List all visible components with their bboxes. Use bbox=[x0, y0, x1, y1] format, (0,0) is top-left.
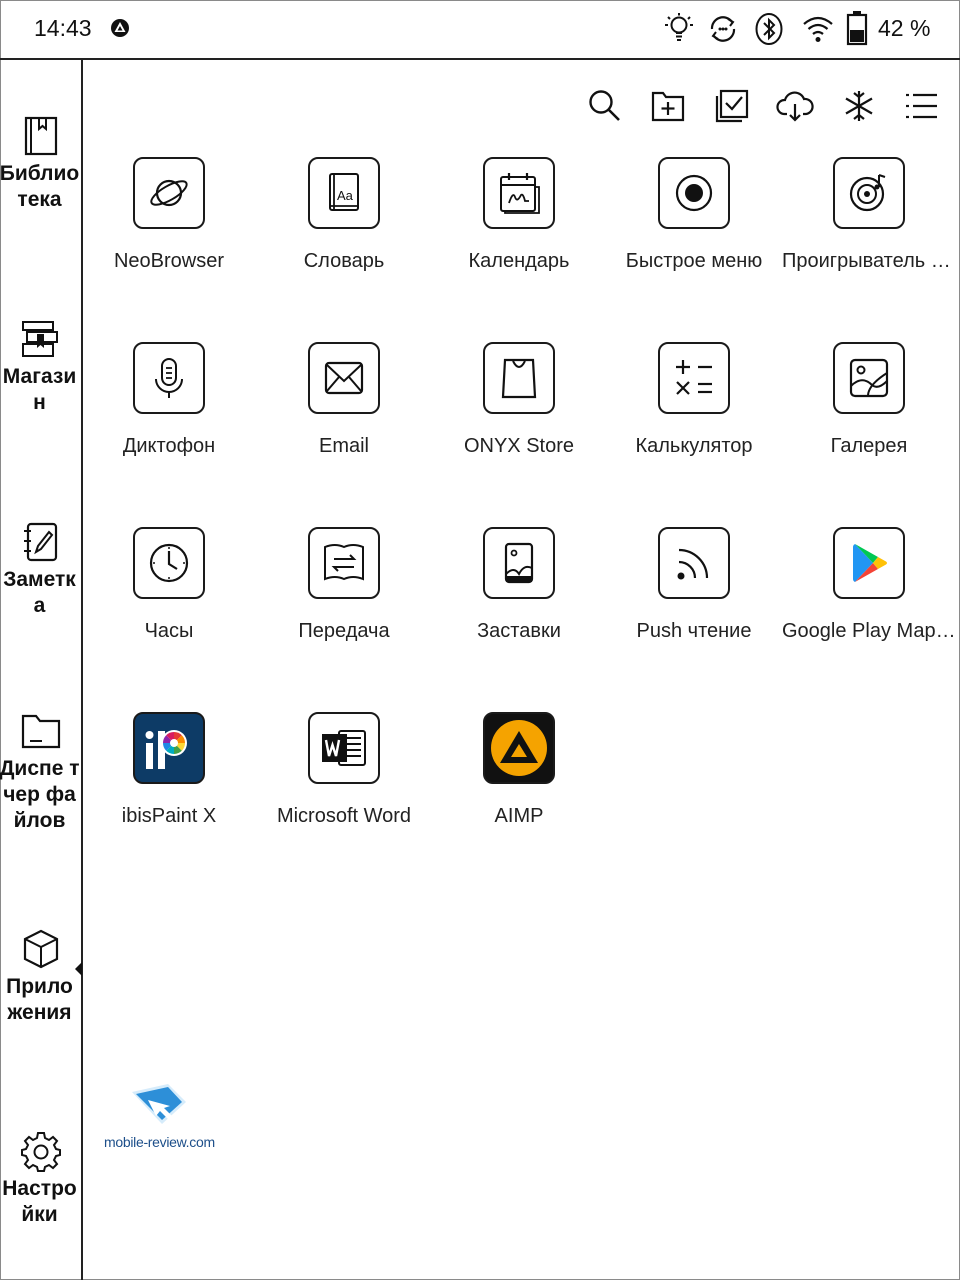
app-quick-menu[interactable]: Быстрое меню bbox=[607, 157, 781, 273]
selected-indicator bbox=[75, 962, 82, 976]
refresh-icon[interactable] bbox=[706, 12, 740, 46]
app-label: Диктофон bbox=[122, 435, 216, 457]
app-push-reading[interactable]: Push чтение bbox=[607, 527, 781, 643]
sidebar-item-apps[interactable]: Прило жения bbox=[0, 928, 81, 1026]
folder-icon bbox=[21, 714, 60, 749]
app-ibispaint[interactable]: ibisPaint X bbox=[82, 712, 256, 828]
app-transfer[interactable]: Передача bbox=[257, 527, 431, 643]
svg-text:Aa: Aa bbox=[337, 188, 354, 203]
bluetooth-icon[interactable] bbox=[754, 12, 784, 46]
app-label: Календарь bbox=[468, 250, 570, 272]
app-calculator[interactable]: Калькулятор bbox=[607, 342, 781, 458]
app-label: Калькулятор bbox=[635, 435, 753, 457]
store-books-icon bbox=[21, 321, 58, 357]
music-player-icon bbox=[833, 157, 905, 229]
microphone-icon bbox=[133, 342, 205, 414]
app-neobrowser[interactable]: NeoBrowser bbox=[82, 157, 256, 273]
record-dot-icon bbox=[658, 157, 730, 229]
calendar-icon bbox=[483, 157, 555, 229]
app-label: Часы bbox=[144, 620, 194, 642]
sidebar-item-store[interactable]: Магази н bbox=[0, 318, 81, 416]
app-voice-recorder[interactable]: Диктофон bbox=[82, 342, 256, 458]
sidebar-item-label: Библио тека bbox=[0, 162, 80, 211]
book-icon bbox=[24, 116, 57, 156]
sidebar-item-file-manager[interactable]: Диспе тчер файлов bbox=[0, 710, 81, 834]
app-gallery[interactable]: Галерея bbox=[782, 342, 956, 458]
app-label: ibisPaint X bbox=[121, 805, 217, 827]
ibispaint-icon bbox=[133, 712, 205, 784]
app-google-play[interactable]: Google Play Маркет bbox=[782, 527, 956, 643]
app-dictionary[interactable]: Aa Словарь bbox=[257, 157, 431, 273]
app-label: Галерея bbox=[830, 435, 908, 457]
transfer-book-icon bbox=[308, 527, 380, 599]
app-label: NeoBrowser bbox=[113, 250, 225, 272]
app-label: Google Play Маркет bbox=[782, 620, 956, 642]
app-label: ONYX Store bbox=[463, 435, 575, 457]
sidebar-item-library[interactable]: Библио тека bbox=[0, 115, 81, 213]
cube-icon bbox=[23, 929, 58, 969]
app-label: Microsoft Word bbox=[276, 805, 412, 827]
google-play-icon bbox=[833, 527, 905, 599]
sidebar-item-label: Магази н bbox=[2, 365, 77, 414]
app-label: Словарь bbox=[303, 250, 385, 272]
watermark-text: mobile-review.com bbox=[104, 1134, 215, 1150]
new-folder-icon[interactable] bbox=[648, 86, 688, 126]
app-email[interactable]: Email bbox=[257, 342, 431, 458]
app-microsoft-word[interactable]: Microsoft Word bbox=[257, 712, 431, 828]
app-label: Проигрыватель музыки bbox=[782, 250, 956, 272]
aimp-icon bbox=[483, 712, 555, 784]
shopping-bag-icon bbox=[483, 342, 555, 414]
app-label: Передача bbox=[298, 620, 390, 642]
gallery-icon bbox=[833, 342, 905, 414]
app-label: Email bbox=[318, 435, 369, 457]
sidebar-item-label: Прило жения bbox=[6, 975, 73, 1024]
sidebar-item-label: Заметк а bbox=[3, 568, 76, 617]
sidebar-item-label: Диспе тчер файлов bbox=[0, 757, 80, 832]
app-music-player[interactable]: Проигрыватель музыки bbox=[782, 157, 956, 273]
app-label: Быстрое меню bbox=[625, 250, 763, 272]
app-label: AIMP bbox=[494, 805, 544, 827]
rss-icon bbox=[658, 527, 730, 599]
list-view-icon[interactable] bbox=[902, 86, 942, 126]
screensaver-icon bbox=[483, 527, 555, 599]
app-screensavers[interactable]: Заставки bbox=[432, 527, 606, 643]
app-label: Заставки bbox=[477, 620, 561, 642]
sidebar-item-notes[interactable]: Заметк а bbox=[0, 521, 81, 619]
battery-icon bbox=[846, 11, 868, 46]
app-label: Push чтение bbox=[636, 620, 752, 642]
sidebar-item-label: Настро йки bbox=[2, 1177, 77, 1226]
cloud-download-icon[interactable] bbox=[775, 86, 815, 126]
app-onyx-store[interactable]: ONYX Store bbox=[432, 342, 606, 458]
planet-icon bbox=[133, 157, 205, 229]
status-bar: 14:43 42 % bbox=[0, 0, 960, 60]
freeze-icon[interactable] bbox=[839, 86, 879, 126]
sidebar: Библио тека Магази н Заметк а Диспе тчер… bbox=[0, 60, 83, 1280]
envelope-icon bbox=[308, 342, 380, 414]
sidebar-item-settings[interactable]: Настро йки bbox=[0, 1130, 81, 1228]
multi-select-icon[interactable] bbox=[712, 86, 752, 126]
wifi-icon[interactable] bbox=[801, 12, 835, 46]
search-icon[interactable] bbox=[585, 86, 625, 126]
dictionary-icon: Aa bbox=[308, 157, 380, 229]
notebook-pen-icon bbox=[23, 522, 57, 562]
frontlight-icon[interactable] bbox=[664, 12, 694, 44]
status-time: 14:43 bbox=[34, 15, 92, 41]
app-notification-icon bbox=[111, 19, 129, 37]
battery-percent: 42 % bbox=[878, 15, 931, 41]
calculator-icon bbox=[658, 342, 730, 414]
clock-icon bbox=[133, 527, 205, 599]
gear-icon bbox=[20, 1132, 61, 1172]
app-calendar[interactable]: Календарь bbox=[432, 157, 606, 273]
app-clock[interactable]: Часы bbox=[82, 527, 256, 643]
app-aimp[interactable]: AIMP bbox=[432, 712, 606, 828]
word-icon bbox=[308, 712, 380, 784]
watermark-logo-icon bbox=[132, 1084, 186, 1124]
